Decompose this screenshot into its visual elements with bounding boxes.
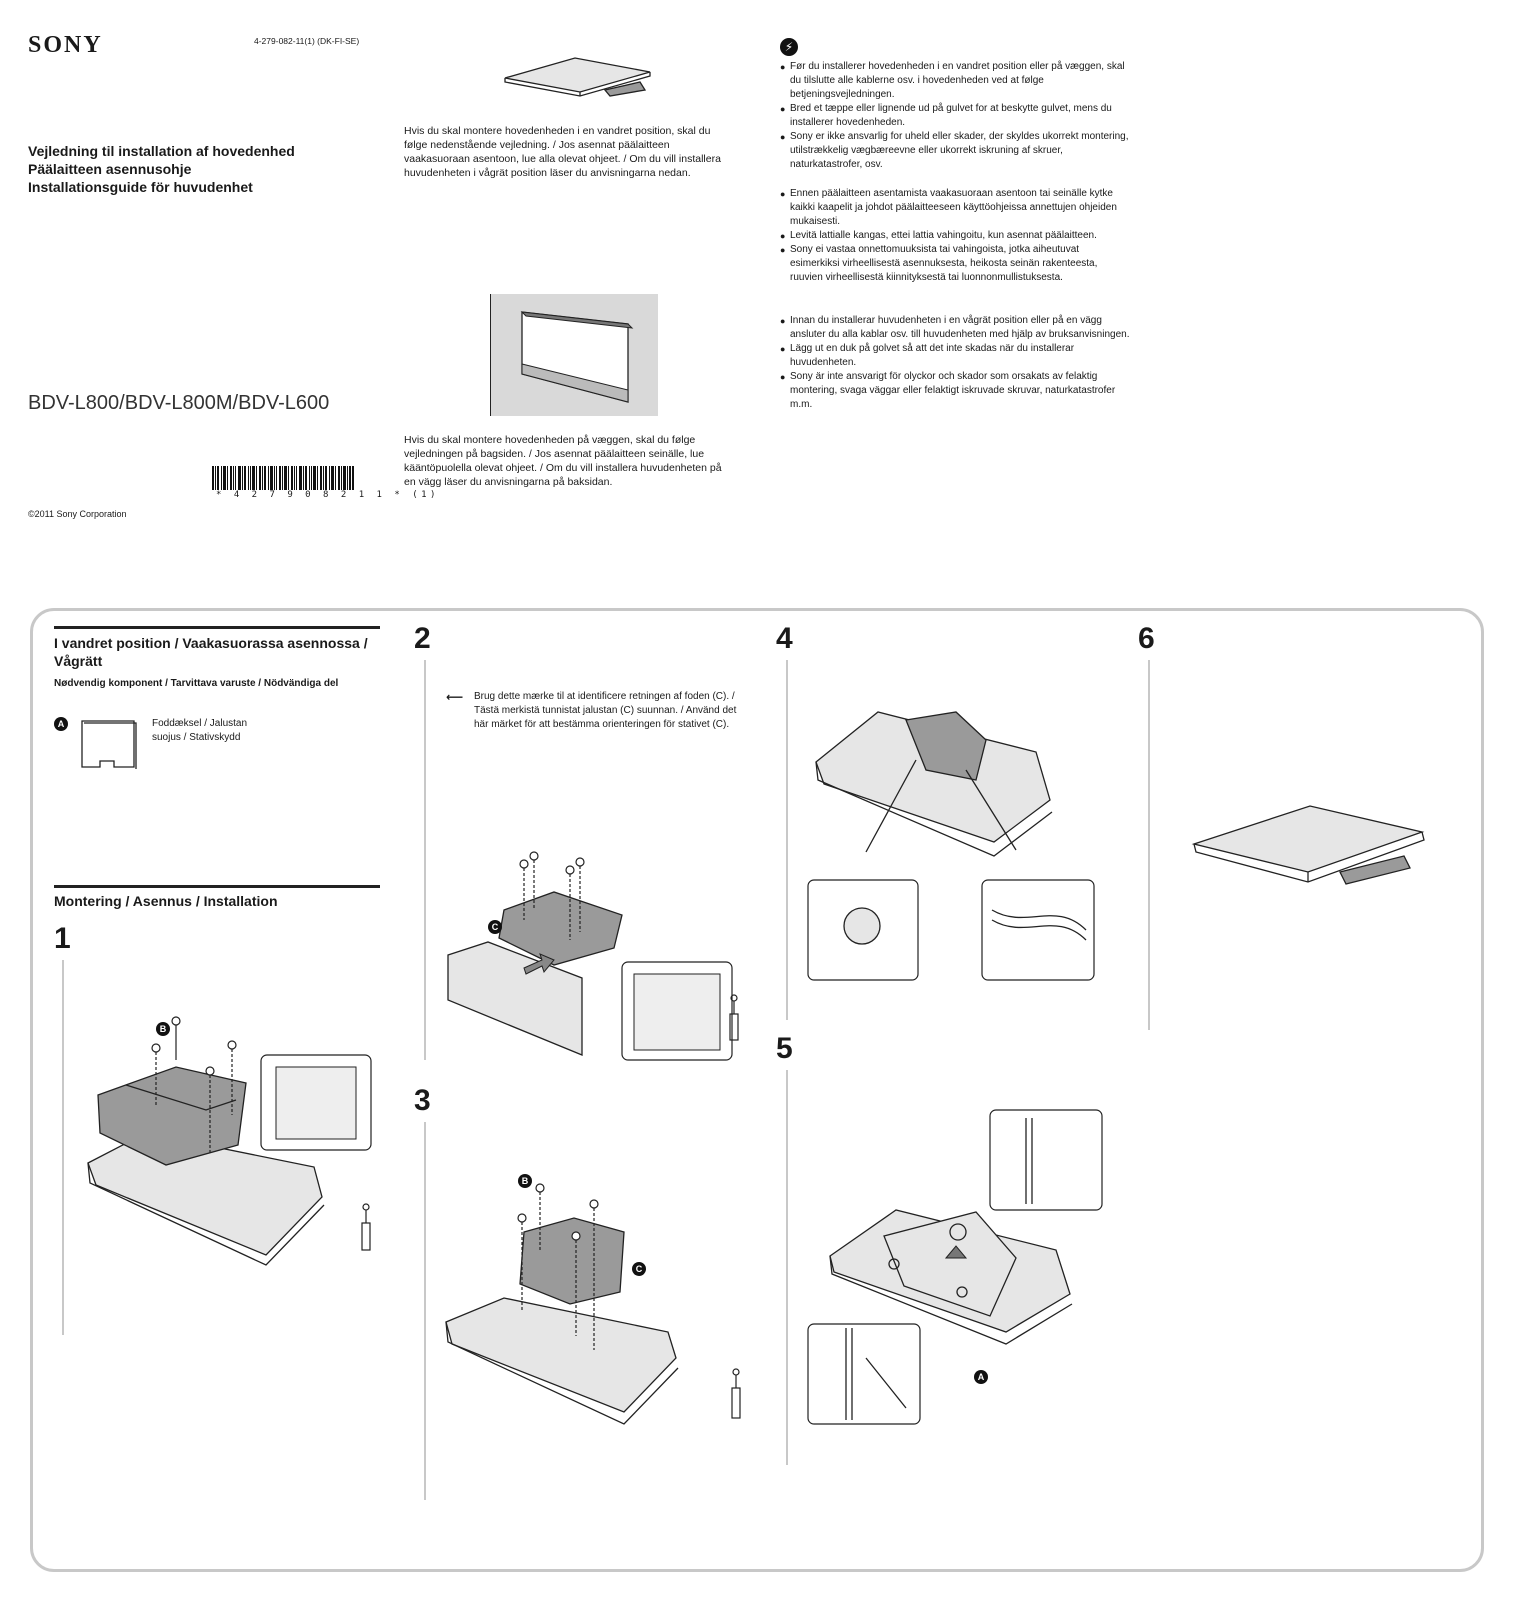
title-danish: Vejledning til installation af hovedenhe…: [28, 143, 295, 159]
step-3-label-c: C: [632, 1262, 646, 1276]
required-parts-heading: Nødvendig komponent / Tarvittava varuste…: [54, 678, 339, 689]
step-5-guide-line: [786, 1070, 788, 1465]
part-name: Foddæksel / Jalustan suojus / Stativskyd…: [152, 718, 248, 743]
horizontal-unit-illustration: [504, 57, 651, 97]
step-2-illustration: [447, 851, 739, 1061]
step-2-note: Brug dette mærke til at identificere ret…: [474, 691, 737, 730]
warning-item: Lägg ut en duk på golvet så att det inte…: [780, 342, 1130, 370]
step-1-label-b: B: [156, 1022, 170, 1036]
step-4-illustration: [807, 711, 1095, 981]
step-1-guide-line: [62, 960, 64, 1335]
step-1-number: 1: [54, 922, 71, 955]
warning-item: Sony er ikke ansvarlig for uheld eller s…: [780, 130, 1130, 172]
step-3-illustration: [445, 1183, 741, 1425]
intro-wall-text: Hvis du skal montere hovedenheden på væg…: [404, 434, 722, 488]
sony-logo: SONY: [28, 32, 103, 58]
copyright: ©2011 Sony Corporation: [28, 509, 127, 519]
step-3-label-b: B: [518, 1174, 532, 1188]
step-2-guide-line: [424, 660, 426, 1060]
step-6-number: 6: [1138, 622, 1155, 655]
model-name: BDV-L800/BDV-L800M/BDV-L600: [28, 392, 330, 414]
caution-icon: ⚡: [780, 38, 798, 56]
step-5-number: 5: [776, 1032, 793, 1065]
warnings-finnish: Ennen päälaitteen asentamista vaakasuora…: [780, 187, 1130, 285]
warnings-swedish: Innan du installerar huvudenheten i en v…: [780, 314, 1130, 412]
step-5-illustration: [807, 1109, 1103, 1425]
step-4-guide-line: [786, 660, 788, 1020]
warning-item: Ennen päälaitteen asentamista vaakasuora…: [780, 187, 1130, 229]
step-6-guide-line: [1148, 660, 1150, 1030]
title-swedish: Installationsguide för huvudenhet: [28, 179, 253, 195]
part-number: 4-279-082-11(1) (DK-FI-SE): [254, 36, 360, 46]
step-1-illustration: [87, 1016, 372, 1266]
step-6-illustration: [1191, 805, 1425, 885]
warning-item: Før du installerer hovedenheden i en van…: [780, 60, 1130, 102]
instruction-panel: [30, 608, 1484, 1572]
warning-item: Sony är inte ansvarigt för olyckor och s…: [780, 370, 1130, 412]
warning-item: Levitä lattialle kangas, ettei lattia va…: [780, 229, 1130, 243]
document-titles: Vejledning til installation af hovedenhe…: [28, 142, 295, 196]
section-rule: [54, 626, 380, 629]
wall-mount-illustration: [490, 294, 658, 416]
step-3-guide-line: [424, 1122, 426, 1500]
warning-item: Bred et tæppe eller lignende ud på gulve…: [780, 102, 1130, 130]
barcode-number: * 4 2 7 9 0 8 2 1 1 * (1): [216, 490, 439, 500]
step-4-number: 4: [776, 622, 793, 655]
warnings-danish: Før du installerer hovedenheden i en van…: [780, 60, 1130, 172]
section-title: I vandret position / Vaakasuorassa asenn…: [54, 635, 368, 669]
warning-item: Innan du installerar huvudenheten i en v…: [780, 314, 1130, 342]
step-3-number: 3: [414, 1084, 431, 1117]
title-finnish: Päälaitteen asennusohje: [28, 161, 192, 177]
barcode-image: [212, 466, 354, 490]
warning-item: Sony ei vastaa onnettomuuksista tai vahi…: [780, 243, 1130, 285]
foot-cover-icon: [81, 720, 137, 769]
section-rule: [54, 885, 380, 888]
step-2-label-c: C: [488, 920, 502, 934]
install-heading: Montering / Asennus / Installation: [54, 893, 278, 909]
step-2-number: 2: [414, 622, 431, 655]
intro-horizontal-text: Hvis du skal montere hovedenheden i en v…: [404, 125, 721, 179]
part-letter-badge: A: [54, 717, 68, 731]
direction-arrow-icon: ⟵: [446, 690, 464, 704]
step-5-label-a: A: [974, 1370, 988, 1384]
